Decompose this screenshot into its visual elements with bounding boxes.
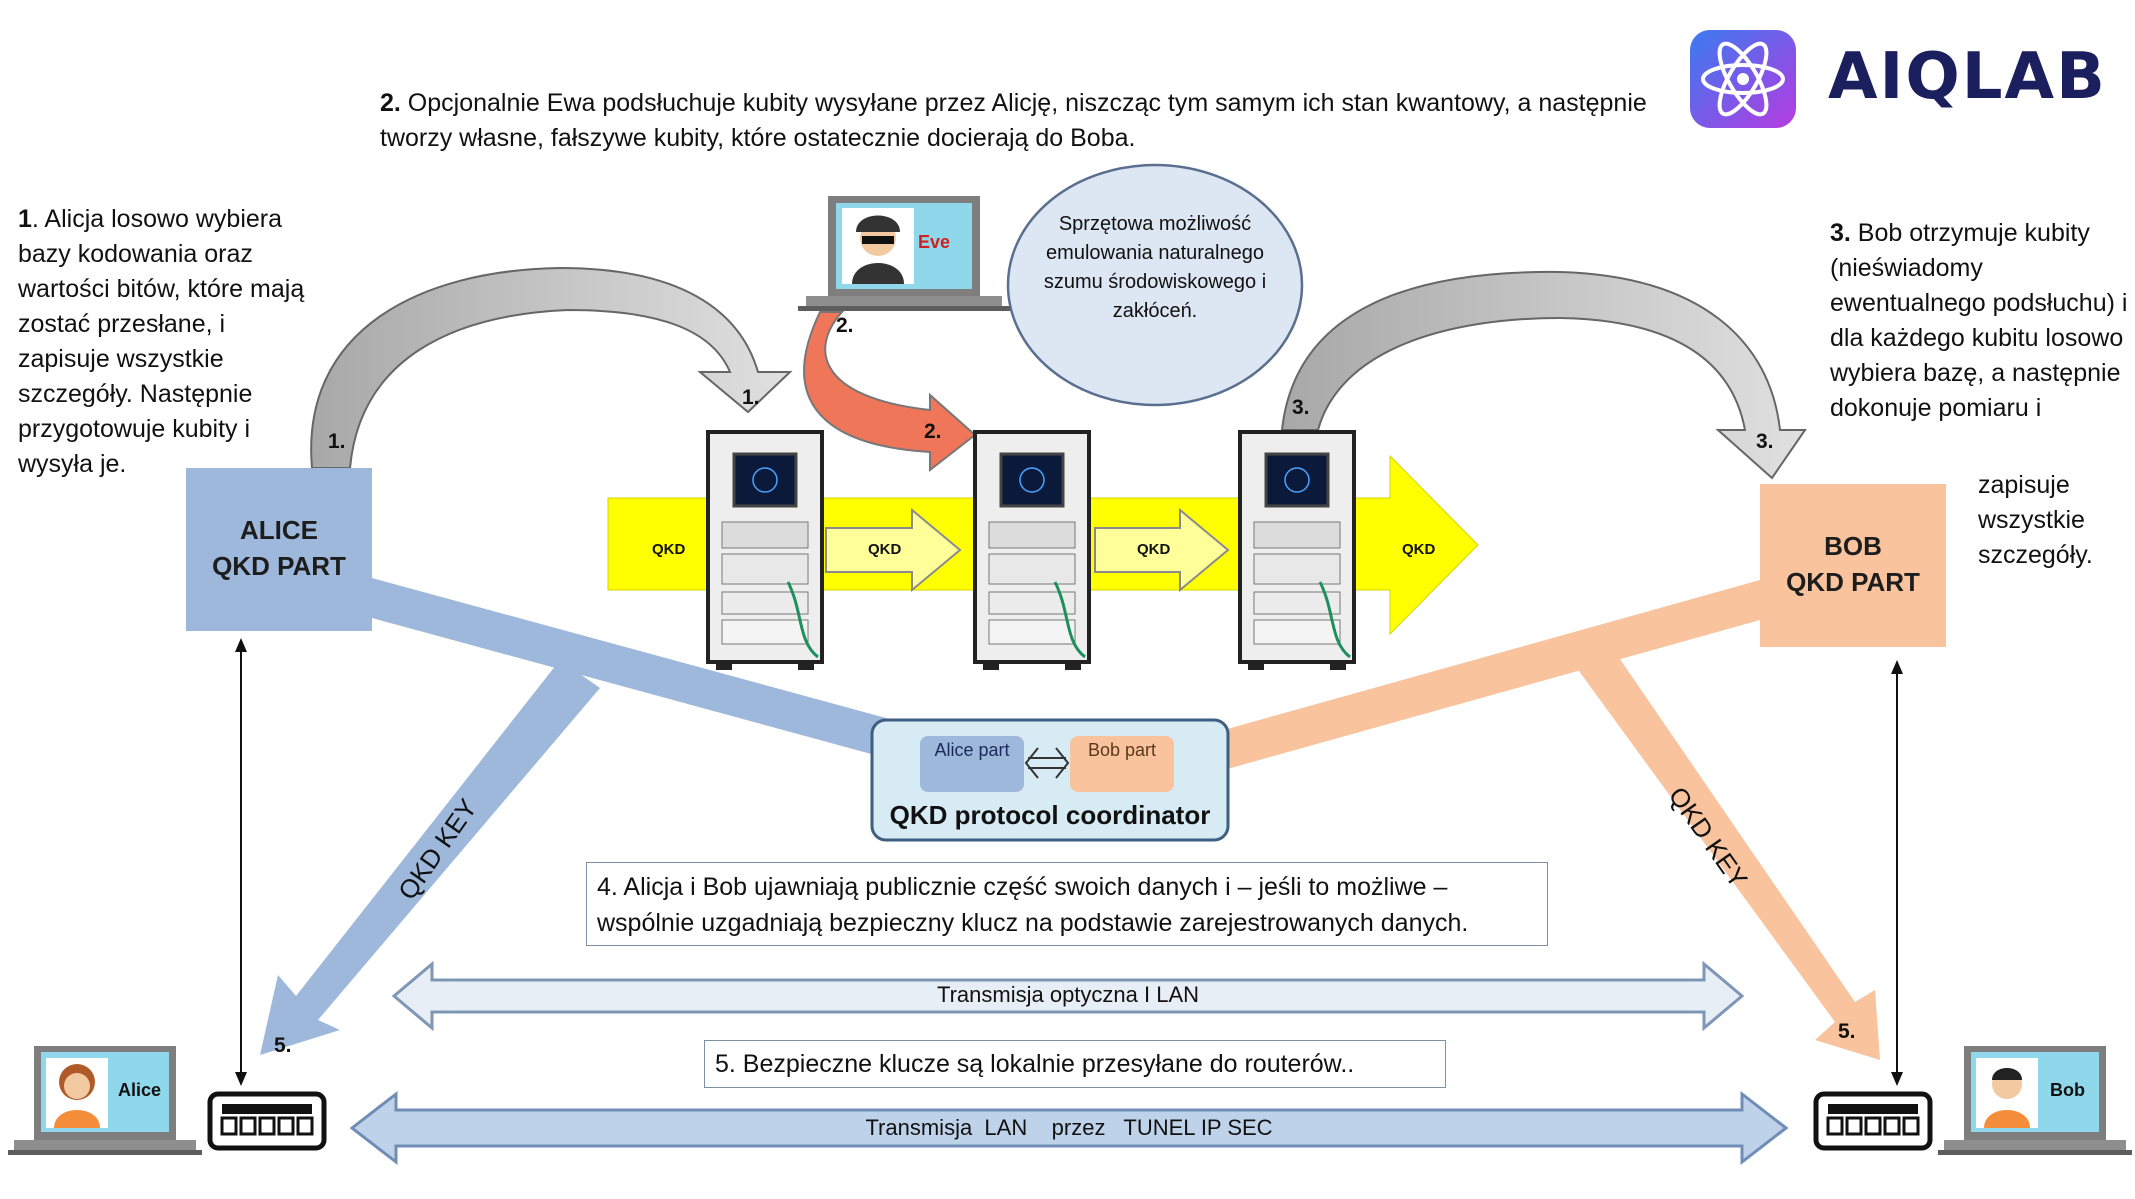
qkd-label-1: QKD (652, 541, 686, 558)
eve-laptop-label: Eve (918, 232, 951, 252)
coordinator-title: QKD protocol coordinator (889, 800, 1211, 830)
bob-laptop-icon (1938, 1046, 2132, 1155)
optical-transmission-arrow (391, 960, 1745, 1032)
eve-laptop-icon (798, 196, 1010, 311)
marker-5a: 5. (274, 1034, 292, 1057)
bob-coordinator-band (1170, 580, 1760, 785)
step1-description: 1. Alicja losowo wybiera bazy kodowania … (18, 202, 318, 482)
marker-3a: 3. (1292, 396, 1310, 419)
coordinator-alice-part-label: Alice part (934, 740, 1010, 760)
marker-2a: 2. (836, 314, 854, 337)
step3-text-a: Bob otrzymuje kubity (nieświadomy ewentu… (1830, 219, 2128, 422)
qkd-label-3: QKD (1137, 541, 1171, 558)
alice-key-arrow (260, 660, 600, 1055)
alice-avatar-icon (46, 1058, 108, 1128)
step1-text: . Alicja losowo wybiera bazy kodowania o… (18, 205, 305, 478)
qkd-rack-3 (1238, 430, 1356, 670)
bob-avatar-icon (1976, 1058, 2038, 1128)
alice-laptop-label: Alice (118, 1080, 162, 1100)
step3-description: 3. Bob otrzymuje kubity (nieświadomy ewe… (1830, 216, 2130, 426)
alice-box-label-line1: ALICE (240, 515, 318, 545)
qkd-rack-2 (973, 430, 1091, 670)
ipsec-tunnel-arrow (349, 1090, 1789, 1166)
step1-number: 1 (18, 205, 32, 233)
bidirectional-link-icon (1024, 747, 1070, 779)
alice-box-label: ALICE QKD PART (186, 512, 372, 584)
step2-description: 2. Opcjonalnie Ewa podsłuchuje kubity wy… (380, 86, 1670, 156)
coordinator-bob-part (1070, 736, 1174, 792)
logo-text: AIQLAB (1828, 40, 2107, 114)
step3-text-b: zapisuje wszystkie szczegóły. (1978, 471, 2093, 569)
step2-text: Opcjonalnie Ewa podsłuchuje kubity wysył… (380, 89, 1647, 152)
marker-2b: 2. (924, 420, 942, 443)
marker-3b: 3. (1756, 430, 1774, 453)
bob-qkd-part-box (1760, 484, 1946, 647)
step5-note: 5. Bezpieczne klucze są lokalnie przesył… (704, 1040, 1446, 1088)
noise-emulation-bubble (1006, 163, 1304, 407)
qkd-rack-1 (706, 430, 824, 670)
marker-5b: 5. (1838, 1020, 1856, 1043)
qkd-arrow-small-2 (1094, 507, 1230, 593)
marker-1a: 1. (328, 430, 346, 453)
qkd-arrow-small-1 (825, 507, 962, 593)
step2-number: 2. (380, 89, 401, 117)
bob-router-icon (1813, 1091, 1933, 1151)
bob-box-label-line2: QKD PART (1786, 567, 1920, 597)
spy-avatar-icon (842, 208, 914, 284)
atom-logo-icon (1690, 30, 1796, 128)
qkd-label-4: QKD (1402, 541, 1436, 558)
bob-box-label-line1: BOB (1824, 531, 1882, 561)
ipsec-tunnel-label: Transmisja LAN przez TUNEL IP SEC (865, 1115, 1273, 1140)
step4-note: 4. Alicja i Bob ujawniają publicznie czę… (586, 862, 1548, 946)
coordinator-alice-part (920, 736, 1024, 792)
eve-intercept-arrow (803, 311, 977, 473)
alice-router-icon (207, 1091, 327, 1151)
bob-box-label: BOB QKD PART (1760, 528, 1946, 600)
bob-laptop-label: Bob (2050, 1080, 2085, 1100)
alice-router-link (235, 638, 247, 1086)
curve-arrow-rack3-bob (1280, 270, 1807, 480)
step3-number: 3. (1830, 219, 1851, 247)
marker-1b: 1. (742, 386, 760, 409)
alice-coordinator-band (372, 578, 930, 770)
bob-key-arrow (1560, 630, 1880, 1060)
bob-router-link (1891, 660, 1903, 1086)
qkd-label-2: QKD (868, 541, 902, 558)
alice-qkd-part-box (186, 468, 372, 631)
alice-laptop-icon (8, 1046, 202, 1155)
alice-box-label-line2: QKD PART (212, 551, 346, 581)
coordinator-bob-part-label: Bob part (1087, 740, 1157, 760)
curve-arrow-alice-rack1 (310, 266, 793, 469)
optical-transmission-label: Transmisja optyczna I LAN (936, 982, 1200, 1007)
bubble-text: Sprzętowa możliwość emulowania naturalne… (1043, 213, 1267, 322)
